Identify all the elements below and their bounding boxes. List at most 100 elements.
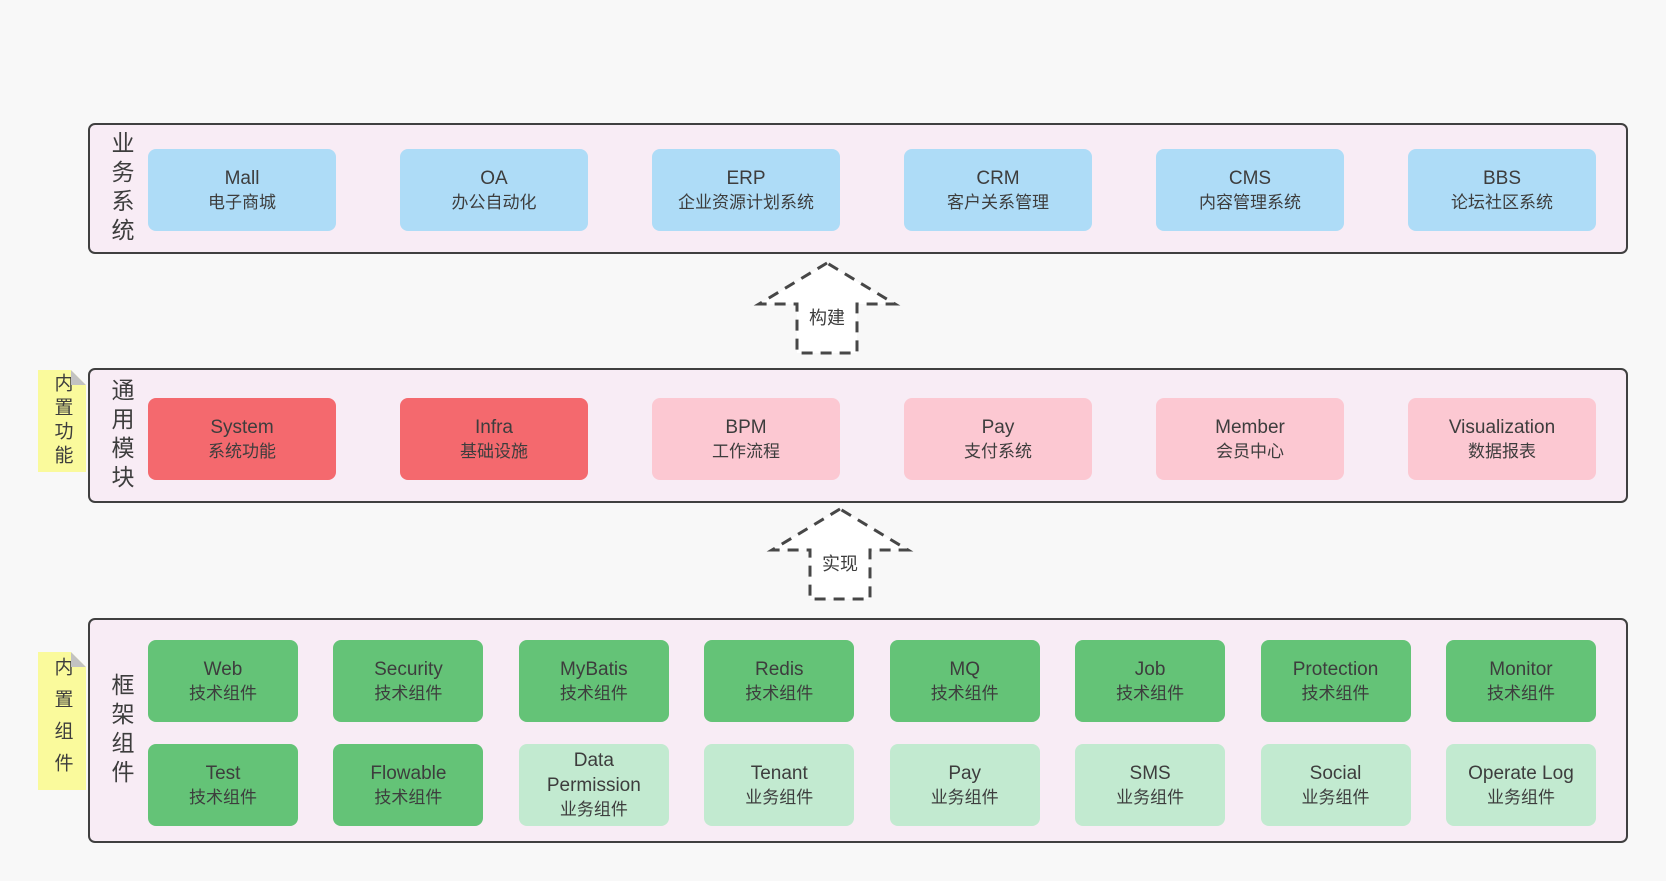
node-redis: Redis 技术组件: [704, 640, 855, 722]
node-pay: Pay 支付系统: [904, 398, 1092, 480]
node-subtitle: 论坛社区系统: [1451, 192, 1553, 212]
node-title: SMS: [1129, 762, 1171, 784]
band-label-framework-components: 框架组件: [108, 672, 134, 789]
node-mall: Mall 电子商城: [148, 149, 336, 231]
node-title: Test: [205, 762, 241, 784]
node-monitor: Monitor 技术组件: [1445, 640, 1596, 722]
node-job: Job 技术组件: [1075, 640, 1226, 722]
node-subtitle: 技术组件: [1301, 683, 1370, 703]
band-common-modules: 通用模块 System 系统功能 Infra 基础设施 BPM 工作流程 Pay…: [88, 368, 1628, 503]
node-data-permission: Data Permission 业务组件: [518, 744, 669, 826]
node-subtitle: 技术组件: [559, 683, 628, 703]
node-subtitle: 业务组件: [930, 787, 999, 807]
node-subtitle: 基础设施: [460, 441, 528, 461]
node-title: Operate Log: [1468, 762, 1574, 784]
node-title: Flowable: [370, 762, 447, 784]
node-subtitle: 工作流程: [712, 441, 780, 461]
node-visualization: Visualization 数据报表: [1408, 398, 1596, 480]
sticky-builtin-components: 内置组件: [38, 652, 86, 790]
node-subtitle: 技术组件: [1486, 683, 1555, 703]
node-social: Social 业务组件: [1260, 744, 1411, 826]
node-title: CMS: [1228, 167, 1272, 189]
node-infra: Infra 基础设施: [400, 398, 588, 480]
band-label-business-systems: 业务系统: [108, 130, 134, 247]
node-subtitle: 数据报表: [1468, 441, 1536, 461]
framework-components-row-1: Web 技术组件 Security 技术组件 MyBatis 技术组件 Redi…: [148, 640, 1596, 722]
common-modules-row: System 系统功能 Infra 基础设施 BPM 工作流程 Pay 支付系统…: [148, 398, 1596, 480]
node-subtitle: 支付系统: [964, 441, 1032, 461]
node-crm: CRM 客户关系管理: [904, 149, 1092, 231]
node-title: MQ: [949, 658, 980, 680]
node-title: BPM: [725, 416, 767, 438]
node-title: Security: [374, 658, 443, 680]
node-operate-log: Operate Log 业务组件: [1445, 744, 1596, 826]
band-label-common-modules: 通用模块: [108, 377, 134, 494]
node-title: Protection: [1292, 658, 1379, 680]
node-subtitle: 技术组件: [374, 683, 443, 703]
node-flowable: Flowable 技术组件: [333, 744, 484, 826]
node-test: Test 技术组件: [148, 744, 298, 826]
node-cms: CMS 内容管理系统: [1156, 149, 1344, 231]
node-member: Member 会员中心: [1156, 398, 1344, 480]
business-systems-row: Mall 电子商城 OA 办公自动化 ERP 企业资源计划系统 CRM 客户关系…: [148, 149, 1596, 231]
node-tenant: Tenant 业务组件: [704, 744, 855, 826]
node-subtitle: 技术组件: [1116, 683, 1185, 703]
node-subtitle: 内容管理系统: [1199, 192, 1301, 212]
arrow-build: 构建: [752, 260, 902, 356]
node-subtitle: 技术组件: [930, 683, 999, 703]
arrow-implement-label: 实现: [819, 550, 861, 576]
node-title: Member: [1215, 416, 1285, 438]
node-subtitle: 业务组件: [1486, 787, 1555, 807]
node-bpm: BPM 工作流程: [652, 398, 840, 480]
framework-components-row-2: Test 技术组件 Flowable 技术组件 Data Permission …: [148, 744, 1596, 826]
node-title: MyBatis: [560, 658, 628, 680]
node-subtitle: 会员中心: [1216, 441, 1284, 461]
node-title: Web: [203, 658, 243, 680]
node-subtitle: 业务组件: [559, 800, 628, 819]
node-title: BBS: [1482, 167, 1522, 189]
node-subtitle: 电子商城: [208, 192, 276, 212]
arrow-build-label: 构建: [806, 304, 848, 330]
node-bbs: BBS 论坛社区系统: [1408, 149, 1596, 231]
node-subtitle: 办公自动化: [451, 192, 537, 212]
folded-corner-icon: [71, 652, 86, 667]
node-title: System: [210, 416, 274, 438]
node-title: Data Permission: [546, 750, 641, 796]
node-oa: OA 办公自动化: [400, 149, 588, 231]
node-title: Monitor: [1489, 658, 1553, 680]
band-business-systems: 业务系统 Mall 电子商城 OA 办公自动化 ERP 企业资源计划系统 CRM…: [88, 123, 1628, 254]
node-subtitle: 技术组件: [745, 683, 814, 703]
node-subtitle: 业务组件: [1301, 787, 1370, 807]
sticky-text: 内置组件: [51, 657, 73, 785]
node-erp: ERP 企业资源计划系统: [652, 149, 840, 231]
node-title: Pay: [948, 762, 982, 784]
node-title: CRM: [976, 167, 1020, 189]
node-subtitle: 技术组件: [189, 683, 257, 703]
node-web: Web 技术组件: [148, 640, 298, 722]
node-pay-biz: Pay 业务组件: [889, 744, 1040, 826]
node-subtitle: 客户关系管理: [947, 192, 1049, 212]
arrow-implement: 实现: [765, 506, 915, 602]
node-protection: Protection 技术组件: [1260, 640, 1411, 722]
node-title: ERP: [726, 167, 766, 189]
folded-corner-icon: [71, 370, 86, 385]
node-security: Security 技术组件: [333, 640, 484, 722]
node-subtitle: 业务组件: [1116, 787, 1185, 807]
node-title: Infra: [474, 416, 514, 438]
node-subtitle: 技术组件: [374, 787, 443, 807]
node-mybatis: MyBatis 技术组件: [518, 640, 669, 722]
node-title: Social: [1309, 762, 1362, 784]
band-framework-components: 框架组件 Web 技术组件 Security 技术组件 MyBatis 技术组件…: [88, 618, 1628, 843]
node-title: OA: [480, 167, 508, 189]
node-system: System 系统功能: [148, 398, 336, 480]
node-subtitle: 业务组件: [745, 787, 814, 807]
node-title: Job: [1134, 658, 1166, 680]
sticky-text: 内置功能: [51, 373, 73, 469]
node-title: Visualization: [1448, 416, 1556, 438]
node-title: Tenant: [750, 762, 808, 784]
node-title: Mall: [224, 167, 260, 189]
node-subtitle: 系统功能: [208, 441, 276, 461]
node-mq: MQ 技术组件: [889, 640, 1040, 722]
sticky-builtin-features: 内置功能: [38, 370, 86, 472]
